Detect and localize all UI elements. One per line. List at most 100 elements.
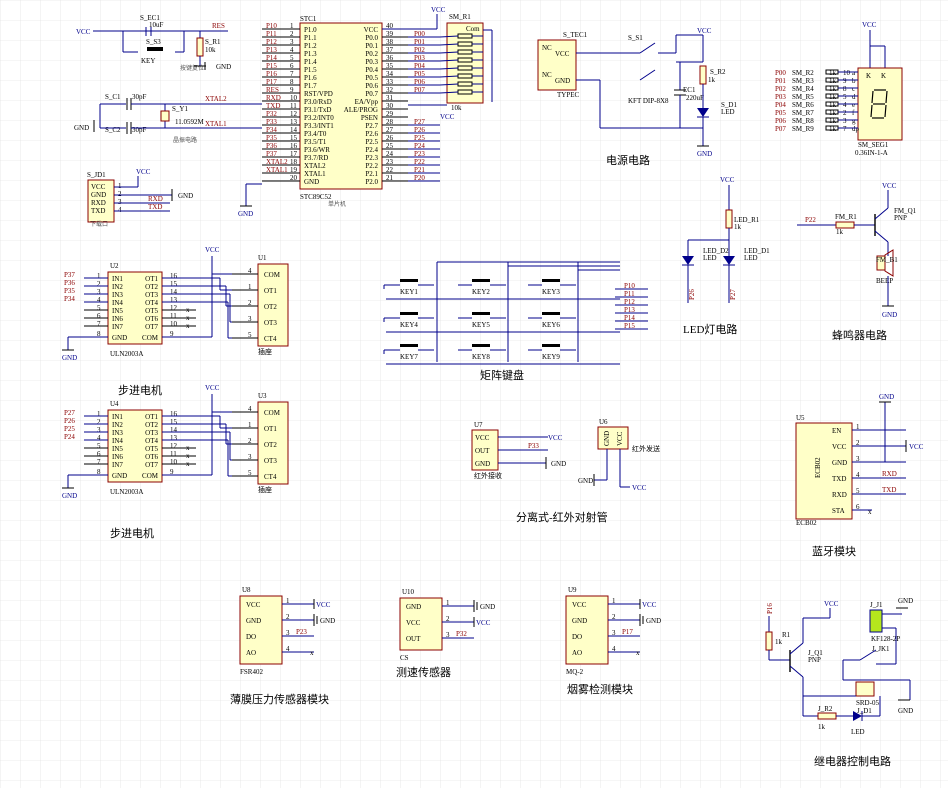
- module-pin-label: GND: [246, 617, 261, 625]
- connector-pin-number: 5: [248, 469, 252, 477]
- bt-txd: TXD: [882, 486, 896, 494]
- module-body: [239, 595, 283, 665]
- download-vcc: VCC: [136, 168, 151, 176]
- module-pin-number: 4: [612, 645, 616, 653]
- mcu-pin-number: 19: [290, 166, 298, 174]
- module-body: [565, 595, 609, 665]
- mcu-net-label: P27: [414, 118, 425, 126]
- driver-pin-number: 7: [97, 458, 101, 466]
- driver-input-label: IN1: [112, 413, 123, 421]
- driver-input-label: IN5: [112, 445, 123, 453]
- driver-input-label: IN7: [112, 323, 123, 331]
- seg-res-ref: SM_R7: [792, 109, 814, 117]
- driver-output-label: OT5: [145, 307, 158, 315]
- no-connect-mark: x: [186, 444, 190, 452]
- mcu-pin-number: 38: [386, 38, 394, 46]
- mcu-pin-number: 33: [386, 78, 394, 86]
- mcu-pin-number: 9: [290, 86, 294, 94]
- driver-pin-number: 8: [97, 468, 101, 476]
- power-led-ref: S_D1: [721, 101, 737, 109]
- seg-pin-number: 5: [843, 93, 847, 101]
- driver-pin-number: 14: [170, 288, 178, 296]
- buzzer-circuit: P22 FM_R1 1k VCC FM_Q1 PNP FM_B1 BEEP GN…: [797, 182, 917, 342]
- module-pin-label: VCC: [246, 601, 261, 609]
- module-vcc: VCC: [476, 619, 491, 627]
- buzzer-net: P22: [805, 216, 816, 224]
- keypad-key: [400, 279, 418, 282]
- switch-ref: S_S1: [628, 34, 643, 42]
- mcu-subtitle: 单片机: [328, 200, 346, 208]
- module-pin-label: GND: [572, 617, 587, 625]
- driver-output-label: OT7: [145, 323, 158, 331]
- keypad-key: [542, 312, 560, 315]
- module-pin-number: 3: [446, 631, 450, 639]
- mcu-ref: STC1: [300, 15, 317, 23]
- connector-pin-label: OT3: [264, 457, 277, 465]
- mcu-pin-number: 1: [290, 22, 294, 30]
- mcu-pin-label: P1.4: [304, 58, 317, 66]
- bt-gnd: GND: [879, 393, 894, 401]
- mcu-net-label: P26: [414, 126, 425, 134]
- power-led-type: LED: [721, 108, 735, 116]
- mcu-pin-label: P2.1: [365, 170, 378, 178]
- bt-pin-number: 1: [856, 423, 860, 431]
- mcu-pin-number: 16: [290, 142, 298, 150]
- seg-net: P07: [775, 125, 786, 133]
- stepper-connector-type: 插座: [258, 347, 272, 356]
- keypad-net: P11: [624, 290, 635, 298]
- keypad-key-label: KEY8: [472, 353, 490, 361]
- stepper-connector-ref: U1: [258, 254, 267, 262]
- jack-nc-2: NC: [542, 71, 552, 79]
- driver-pin-number: 5: [97, 304, 101, 312]
- mcu-pin-label: P3.2/INT0: [304, 114, 334, 122]
- module-type: CS: [400, 654, 409, 662]
- mcu-pin-label: P1.2: [304, 42, 317, 50]
- mcu-pin-number: 5: [290, 54, 294, 62]
- seg-segment-label: dp: [852, 125, 860, 133]
- mcu-body: [299, 22, 383, 190]
- module-pin-label: VCC: [406, 619, 421, 627]
- mcu-net-label: P03: [414, 54, 425, 62]
- connector-pin-label: OT3: [264, 319, 277, 327]
- ir-rx-pin-3: GND: [475, 460, 490, 468]
- driver-pin-number: 11: [170, 312, 177, 320]
- ir-tx-ref: U6: [599, 418, 608, 426]
- driver-input-label: IN6: [112, 453, 123, 461]
- module-ref: U9: [568, 586, 577, 594]
- mcu-left-pins: P1.01P10P1.12P11P1.23P12P1.34P13P1.45P14…: [206, 22, 334, 186]
- connector-pin-number: 3: [248, 315, 252, 323]
- relay-r1-ref: R1: [782, 631, 791, 639]
- bt-rxd: RXD: [882, 470, 897, 478]
- bt-pin-number: 2: [856, 439, 860, 447]
- mcu-pin-number: 4: [290, 46, 294, 54]
- mcu-pin-label: VCC: [364, 26, 379, 34]
- mcu-pin-label: P1.0: [304, 26, 317, 34]
- keypad-key-label: KEY6: [542, 321, 560, 329]
- driver-pin-number: 2: [97, 280, 101, 288]
- driver-pin-number: 1: [97, 272, 101, 280]
- download-ref: S_JD1: [87, 171, 106, 179]
- connector-pin-number: 2: [248, 437, 252, 445]
- keypad-key: [400, 312, 418, 315]
- mcu-pin-number: 15: [290, 134, 298, 142]
- pullup-resistors: [439, 33, 483, 95]
- mcu-pin-label: XTAL2: [304, 162, 326, 170]
- mcu-pin-label: P3.4/T0: [304, 130, 327, 138]
- buzzer-q-type: PNP: [894, 214, 907, 222]
- driver-pin-number: 6: [97, 450, 101, 458]
- power-res-ref: S_R2: [710, 68, 726, 76]
- pullup-com: Com: [466, 25, 480, 33]
- bt-pin-label: RXD: [832, 491, 847, 499]
- reset-circuit: VCC S_EC1 10uF S_S3 KEY 按键复位 RES S_R1 10…: [76, 14, 231, 72]
- seg-net: P02: [775, 85, 786, 93]
- no-connect-mark: x: [186, 452, 190, 460]
- mcu-net-label: XTAL2: [266, 158, 288, 166]
- mcu-pin-label: GND: [304, 178, 319, 186]
- seg-res-val: 1k: [829, 85, 837, 93]
- seg-net: P01: [775, 77, 786, 85]
- driver-output-label: OT7: [145, 461, 158, 469]
- driver-pin-number: 12: [170, 304, 178, 312]
- seg-segment-label: f: [852, 109, 855, 117]
- driver-pin-number: 8: [97, 330, 101, 338]
